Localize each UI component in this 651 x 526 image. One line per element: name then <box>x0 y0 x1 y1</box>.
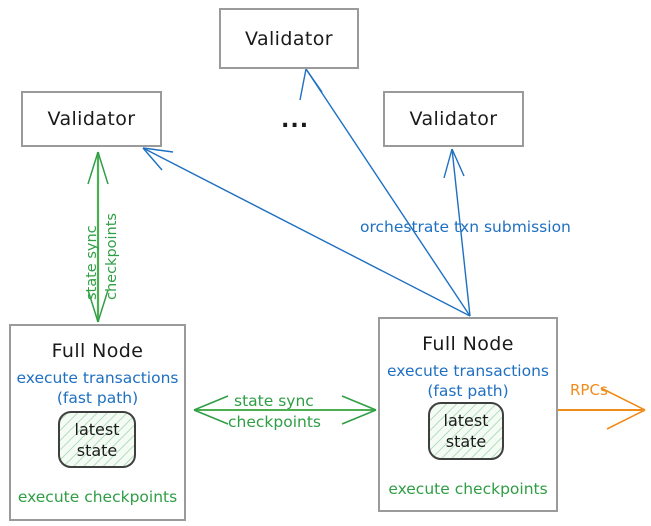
full-node-left-state-box[interactable]: latest state <box>58 411 136 468</box>
validator-top-box[interactable]: Validator <box>219 8 359 69</box>
full-node-left-title: Full Node <box>51 340 144 362</box>
full-node-right-state-line-2: state <box>445 432 487 451</box>
label-rpcs: RPCs <box>570 381 608 399</box>
full-node-left-blue-line-2: (fast path) <box>56 389 139 407</box>
full-node-right-green-line: execute checkpoints <box>388 480 548 498</box>
label-middle-state-sync: state sync <box>234 392 314 410</box>
label-middle-checkpoints: checkpoints <box>228 413 321 431</box>
full-node-right-blue-line-2: (fast path) <box>427 382 509 400</box>
validator-top-label: Validator <box>245 27 333 50</box>
full-node-left-green-line: execute checkpoints <box>17 488 178 506</box>
ellipsis-more-validators: ... <box>281 108 310 133</box>
full-node-right-blue-line-1: execute transactions <box>386 362 550 380</box>
label-vertical-state-sync: state sync <box>84 225 100 300</box>
full-node-left-blue-line-1: execute transactions <box>16 369 179 387</box>
validator-right-box[interactable]: Validator <box>383 91 524 147</box>
full-node-right-title: Full Node <box>422 333 514 355</box>
full-node-left-box[interactable]: Full Node execute transactions (fast pat… <box>9 324 186 521</box>
full-node-left-state-line-1: latest <box>74 419 120 439</box>
validator-left-label: Validator <box>47 108 136 130</box>
label-vertical-checkpoints: checkpoints <box>104 213 120 300</box>
validator-left-box[interactable]: Validator <box>21 91 162 147</box>
full-node-right-state-box[interactable]: latest state <box>428 402 504 460</box>
full-node-left-state-line-2: state <box>76 440 118 460</box>
label-orchestrate-txn-submission: orchestrate txn submission <box>360 218 571 236</box>
full-node-right-box[interactable]: Full Node execute transactions (fast pat… <box>378 317 558 512</box>
full-node-right-state-line-1: latest <box>443 411 489 430</box>
validator-right-label: Validator <box>409 108 498 130</box>
